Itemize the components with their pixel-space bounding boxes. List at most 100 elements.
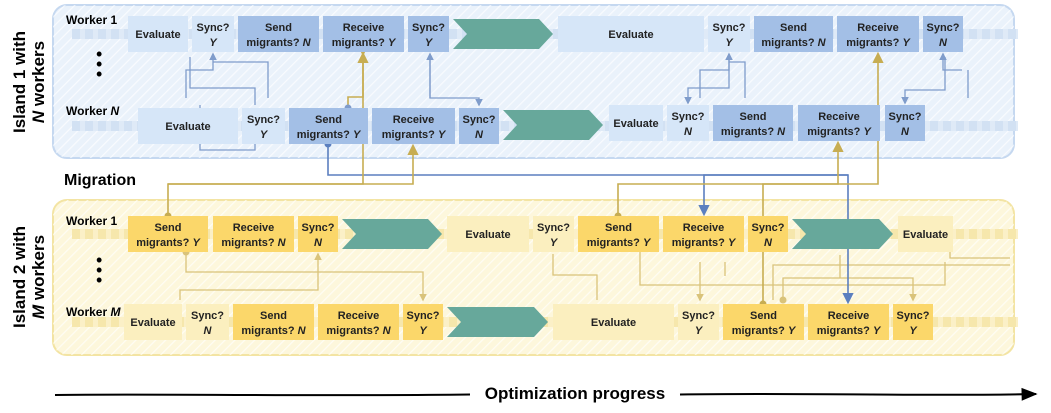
box-label-line-1: Receive	[828, 310, 870, 322]
svg-text:•: •	[96, 250, 102, 270]
send-migrants-box: Send migrants? Y	[128, 216, 208, 252]
box-label-line-1: Send	[265, 22, 292, 34]
box-label-line-1: Sync?	[406, 310, 439, 322]
box-label-line-1: Receive	[233, 222, 275, 234]
sync-box: Sync?N	[885, 105, 925, 141]
evaluate-label: Evaluate	[465, 229, 510, 241]
svg-text:•: •	[96, 64, 102, 84]
box-label-line-1: Receive	[393, 114, 435, 126]
evaluate-label: Evaluate	[613, 118, 658, 130]
sync-box: Sync?Y	[708, 16, 750, 52]
evaluate-box: Evaluate	[138, 108, 238, 144]
box-label-line-2: migrants? N	[326, 325, 391, 337]
box-label-line-1: Sync?	[247, 114, 280, 126]
box-label-line-2: migrants? N	[221, 237, 286, 249]
box-label-line-1: Sync?	[462, 114, 495, 126]
optimization-progress-axis: Optimization progress	[54, 384, 1038, 403]
box-label-line-1: Sync?	[671, 111, 704, 123]
progress-chevrons	[342, 19, 893, 337]
box-label-line-1: Sync?	[896, 310, 929, 322]
connector	[189, 57, 256, 105]
receive-migrants-box: Receive migrants? Y	[372, 108, 455, 144]
progress-chevron	[792, 219, 893, 249]
island-1-ellipsis: • • •	[96, 44, 102, 84]
box-label-line-2: migrants? N	[241, 325, 306, 337]
connector	[901, 57, 946, 105]
migration-connector	[617, 140, 844, 216]
progress-chevron	[342, 219, 442, 249]
box-label-line-2: migrants? Y	[297, 129, 362, 141]
box-label-line-2: Y	[550, 237, 559, 249]
box-label-line-1: Receive	[857, 22, 899, 34]
connector	[213, 61, 269, 98]
progress-chevron	[503, 110, 603, 140]
send-migrants-box: Send migrants? N	[713, 105, 793, 141]
connector	[185, 250, 427, 302]
sync-box: Sync?N	[186, 304, 229, 340]
island-2-worker-1-label: Worker 1	[66, 214, 117, 228]
box-label-line-1: Send	[605, 222, 632, 234]
box-label-line-2: Y	[209, 37, 218, 49]
box-label-line-1: Sync?	[751, 222, 784, 234]
receive-migrants-box: Receive migrants? N	[213, 216, 294, 252]
evaluate-box: Evaluate	[898, 216, 953, 252]
migration-connector	[168, 143, 419, 185]
box-label-line-2: Y	[695, 325, 704, 337]
svg-text:•: •	[96, 260, 102, 280]
connector	[179, 252, 322, 300]
box-label-line-2: N	[314, 237, 323, 249]
box-label-line-1: Receive	[338, 310, 380, 322]
box-label-line-2: Y	[260, 129, 269, 141]
connector	[429, 57, 483, 107]
island-1-worker-n-label: Worker N	[66, 104, 119, 118]
box-label-line-1: Send	[780, 22, 807, 34]
evaluate-label: Evaluate	[165, 121, 210, 133]
connector	[684, 57, 730, 105]
box-label-line-2: migrants? Y	[332, 37, 397, 49]
box-label-line-2: migrants? N	[721, 126, 786, 138]
box-label-line-1: Sync?	[537, 222, 570, 234]
sync-box: Sync?Y	[893, 304, 933, 340]
progress-chevron	[447, 307, 548, 337]
box-label-line-1: Receive	[343, 22, 385, 34]
migration-label: Migration	[64, 172, 136, 189]
sync-box: Sync? Y	[533, 216, 574, 252]
box-label-line-1: Send	[155, 222, 182, 234]
sync-box: Sync?Y	[408, 16, 449, 52]
box-label-line-1: Sync?	[196, 22, 229, 34]
island-1-worker-1-label: Worker 1	[66, 13, 117, 27]
island-1-label-line-2: N workers	[29, 41, 48, 123]
island-2-ellipsis: • • •	[96, 250, 102, 290]
sync-box: Sync?N	[748, 216, 788, 252]
evaluate-box: Evaluate	[609, 105, 663, 141]
box-label-line-1: Send	[740, 111, 767, 123]
box-label-line-1: Sync?	[888, 111, 921, 123]
connector	[729, 61, 746, 98]
box-label-line-1: Send	[750, 310, 777, 322]
connector	[939, 52, 962, 71]
box-label-line-2: migrants? Y	[807, 126, 872, 138]
box-label-line-2: migrants? Y	[587, 237, 652, 249]
box-label-line-2: migrants? Y	[382, 129, 447, 141]
box-label-line-1: Sync?	[926, 22, 959, 34]
migration-connector	[698, 174, 848, 217]
sync-box: Sync?N	[298, 216, 338, 252]
island-2-label-line-1: Island 2 with	[10, 226, 29, 328]
box-label-line-2: N	[939, 37, 948, 49]
box-label-line-2: migrants? Y	[136, 237, 201, 249]
box-label-line-2: Y	[419, 325, 428, 337]
progress-chevron	[453, 19, 553, 49]
evaluate-label: Evaluate	[135, 29, 180, 41]
box-label-line-1: Receive	[818, 111, 860, 123]
